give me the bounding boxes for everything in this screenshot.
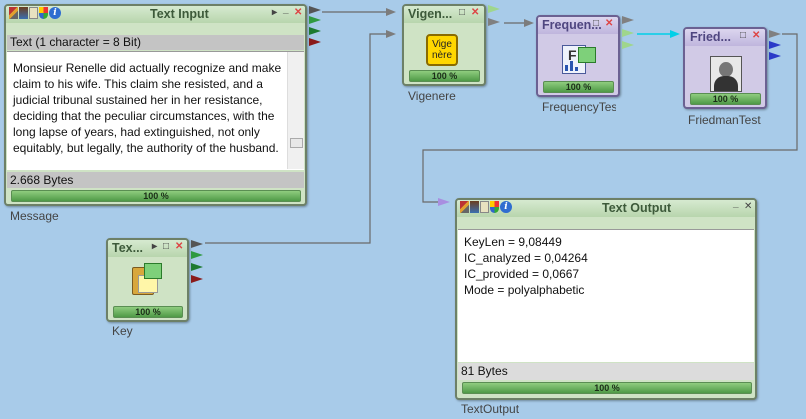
- minimize-icon[interactable]: _: [283, 4, 289, 15]
- frequency-chart-icon: F: [562, 43, 596, 75]
- output-line: Mode = polyalphabetic: [464, 283, 585, 297]
- maximize-icon[interactable]: □: [740, 30, 747, 41]
- port-output-2[interactable]: [769, 41, 781, 49]
- maximize-icon[interactable]: □: [163, 241, 170, 252]
- frequency-test-label: FrequencyTest: [542, 100, 616, 114]
- key-input-titlebar[interactable]: Tex... ▸ □ ✕: [108, 240, 187, 257]
- port-output-1[interactable]: [622, 16, 634, 24]
- close-icon[interactable]: ✕: [605, 18, 614, 29]
- text-input-title: Text Input: [150, 7, 209, 21]
- text-input-component[interactable]: i Text Input ▸ _ ✕ Text (1 character = 8…: [4, 4, 307, 206]
- frequency-test-titlebar[interactable]: Frequen... □ ✕: [538, 17, 618, 34]
- encoding-info: Text (1 character = 8 Bit): [7, 35, 304, 50]
- output-line: KeyLen = 9,08449: [464, 235, 562, 249]
- book-icon[interactable]: [470, 201, 479, 213]
- message-scrollbar[interactable]: [287, 52, 304, 169]
- arrow-frequency-in: [524, 19, 534, 27]
- toolbar-icons: i: [9, 7, 62, 21]
- pin-icon[interactable]: ▸: [272, 7, 278, 18]
- frequency-icon-letter: F: [568, 47, 577, 63]
- port-output-2[interactable]: [309, 16, 321, 24]
- vigenere-title: Vigen...: [408, 7, 453, 21]
- vigenere-icon-text-1: Vige: [432, 39, 452, 50]
- port-output-3[interactable]: [769, 52, 781, 60]
- key-input-title: Tex...: [112, 241, 144, 255]
- tools-icon[interactable]: [9, 7, 18, 19]
- minimize-icon[interactable]: _: [733, 198, 739, 209]
- output-textarea[interactable]: KeyLen = 9,08449 IC_analyzed = 0,04264 I…: [458, 229, 754, 362]
- frequency-test-component[interactable]: Frequen... □ ✕ F 100 %: [536, 15, 620, 97]
- key-input-progress: 100 %: [113, 306, 183, 318]
- text-input-titlebar[interactable]: i Text Input ▸ _ ✕: [6, 4, 305, 23]
- frequency-test-progress: 100 %: [543, 81, 614, 93]
- close-icon[interactable]: ✕: [175, 241, 184, 252]
- shield-icon[interactable]: [39, 7, 48, 19]
- info-icon[interactable]: i: [500, 201, 512, 213]
- text-output-progress: 100 %: [462, 382, 752, 394]
- port-output-text[interactable]: [309, 6, 321, 14]
- arrow-output-in: [438, 198, 450, 206]
- key-input-label: Key: [112, 324, 133, 338]
- vigenere-icon-text-2: nère: [431, 50, 452, 61]
- clipboard-icon[interactable]: [29, 7, 38, 19]
- port-output-2[interactable]: [622, 29, 634, 37]
- clipboard-icon[interactable]: [480, 201, 489, 213]
- wire-friedman-to-output: [422, 33, 798, 203]
- clipboard-icon: [132, 263, 162, 295]
- maximize-icon[interactable]: □: [459, 7, 466, 18]
- shield-icon[interactable]: [490, 201, 499, 213]
- text-output-title: Text Output: [602, 201, 672, 215]
- port-output-4[interactable]: [309, 38, 321, 46]
- port-output-4[interactable]: [191, 275, 203, 283]
- port-output-text[interactable]: [488, 5, 500, 13]
- close-icon[interactable]: ✕: [744, 201, 753, 212]
- scroll-thumb[interactable]: [290, 138, 303, 148]
- vigenere-component[interactable]: Vigen... □ ✕ Vige nère 100 %: [402, 4, 486, 86]
- close-icon[interactable]: ✕: [752, 30, 761, 41]
- message-size: 2.668 Bytes: [7, 172, 304, 188]
- book-icon[interactable]: [19, 7, 28, 19]
- message-textarea[interactable]: Monsieur Renelle did actually recognize …: [7, 51, 304, 170]
- output-size: 81 Bytes: [458, 363, 754, 380]
- tools-icon[interactable]: [460, 201, 469, 213]
- friedman-test-titlebar[interactable]: Fried... □ ✕: [685, 29, 765, 46]
- arrow-vigenere-in-1: [386, 8, 396, 16]
- vigenere-icon: Vige nère: [426, 34, 458, 66]
- friedman-test-progress: 100 %: [690, 93, 761, 105]
- port-output-1[interactable]: [769, 30, 781, 38]
- text-output-titlebar[interactable]: i Text Output _ ✕: [457, 198, 755, 217]
- port-output-3[interactable]: [309, 27, 321, 35]
- port-output-3[interactable]: [622, 41, 634, 49]
- maximize-icon[interactable]: □: [593, 18, 600, 29]
- frequency-test-title: Frequen...: [542, 18, 602, 32]
- vigenere-progress: 100 %: [409, 70, 480, 82]
- wire-key-to-vigenere: [205, 33, 386, 244]
- portrait-icon: [710, 56, 742, 92]
- key-input-component[interactable]: Tex... ▸ □ ✕ 100 %: [106, 238, 189, 322]
- info-icon[interactable]: i: [49, 7, 61, 19]
- close-icon[interactable]: ✕: [294, 7, 303, 18]
- output-line: IC_analyzed = 0,04264: [464, 251, 588, 265]
- port-output-2[interactable]: [191, 251, 203, 259]
- friedman-test-title: Fried...: [690, 30, 731, 44]
- friedman-test-label: FriedmanTest: [688, 113, 761, 127]
- message-text: Monsieur Renelle did actually recognize …: [13, 61, 282, 155]
- output-line: IC_provided = 0,0667: [464, 267, 580, 281]
- port-output-text[interactable]: [191, 240, 203, 248]
- close-icon[interactable]: ✕: [471, 7, 480, 18]
- pin-icon[interactable]: ▸: [152, 241, 158, 252]
- vigenere-label: Vigenere: [408, 89, 456, 103]
- vigenere-titlebar[interactable]: Vigen... □ ✕: [404, 6, 484, 23]
- text-input-label: Message: [10, 209, 59, 223]
- port-output-3[interactable]: [191, 263, 203, 271]
- toolbar-icons: i: [460, 201, 513, 215]
- port-output-2[interactable]: [488, 18, 500, 26]
- text-input-progress: 100 %: [11, 190, 301, 202]
- friedman-test-component[interactable]: Fried... □ ✕ 100 %: [683, 27, 767, 109]
- arrow-friedman-in: [670, 30, 680, 38]
- text-output-component[interactable]: i Text Output _ ✕ KeyLen = 9,08449 IC_an…: [455, 198, 757, 400]
- text-output-label: TextOutput: [461, 402, 520, 416]
- arrow-vigenere-in-2: [386, 30, 396, 38]
